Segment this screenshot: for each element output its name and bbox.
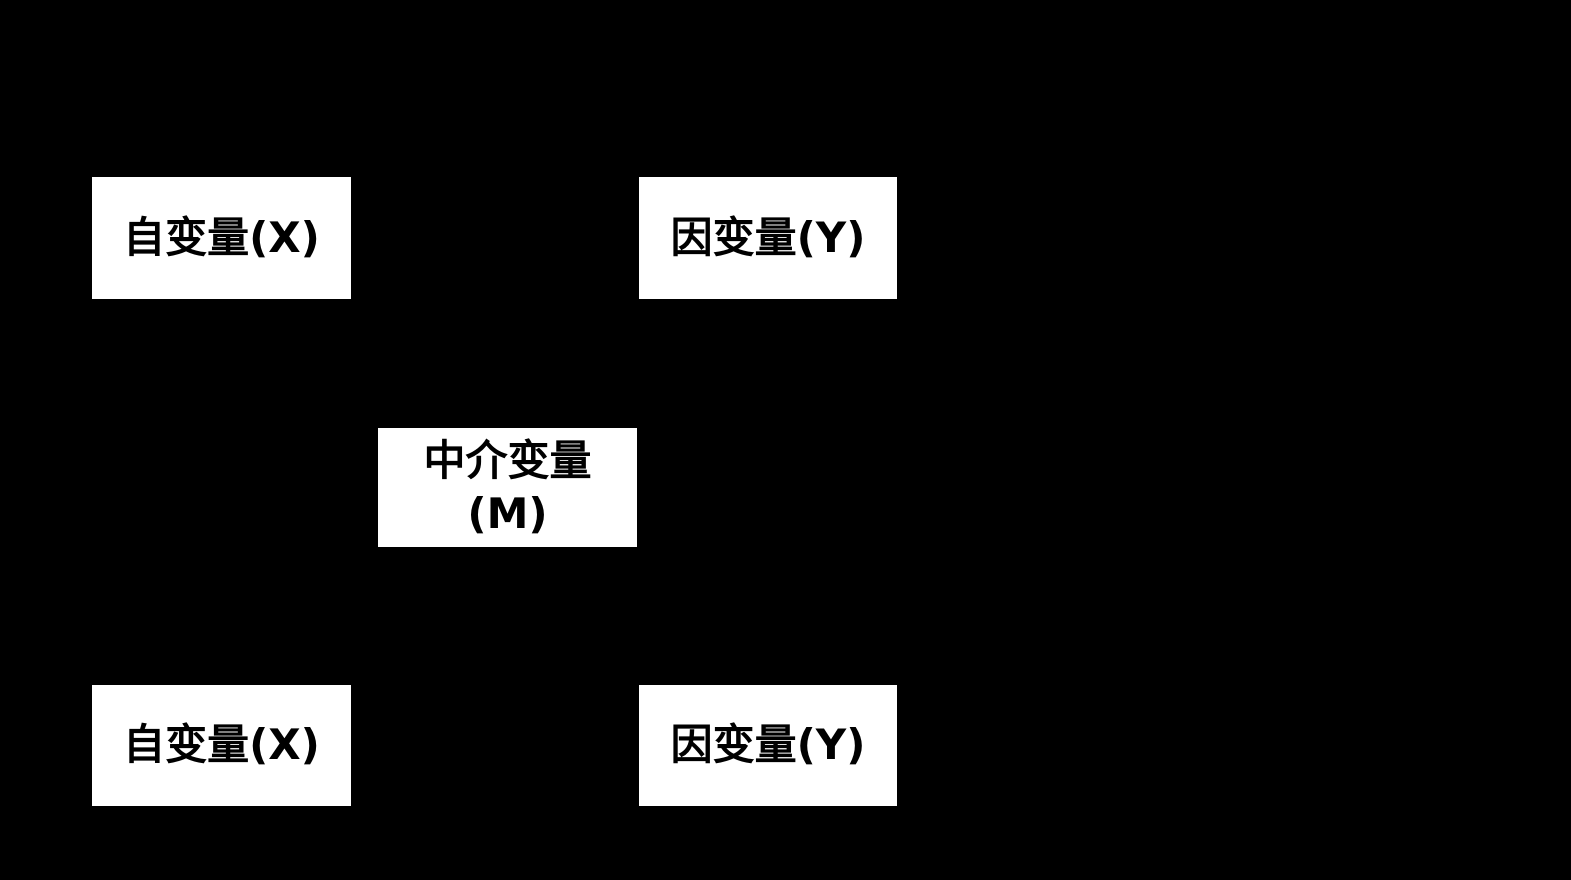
dependent-variable-label-top: 因变量(Y) <box>670 212 866 262</box>
independent-variable-node-top: 自变量(X) <box>92 177 351 299</box>
independent-variable-node-bottom: 自变量(X) <box>92 685 351 806</box>
mediator-variable-node: 中介变量 (M) <box>378 428 637 547</box>
mediator-variable-label-line1: 中介变量 <box>423 436 592 485</box>
independent-variable-label-top: 自变量(X) <box>123 212 320 262</box>
dependent-variable-node-top: 因变量(Y) <box>639 177 897 299</box>
mediator-variable-label-line2: (M) <box>467 488 548 538</box>
independent-variable-label-bottom: 自变量(X) <box>123 720 320 770</box>
dependent-variable-label-bottom: 因变量(Y) <box>670 720 866 770</box>
dependent-variable-node-bottom: 因变量(Y) <box>639 685 897 806</box>
